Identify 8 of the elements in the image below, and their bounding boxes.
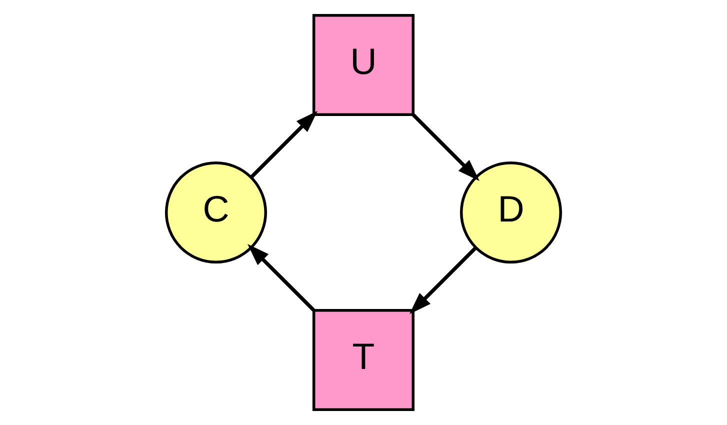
node-box: U	[312, 14, 415, 116]
node-box: T	[312, 308, 415, 412]
arrow	[412, 114, 480, 181]
arrow	[248, 244, 315, 312]
node-circle: C	[164, 161, 268, 264]
arrow	[409, 246, 477, 314]
node-circle: D	[460, 161, 562, 264]
arrow	[250, 110, 318, 178]
